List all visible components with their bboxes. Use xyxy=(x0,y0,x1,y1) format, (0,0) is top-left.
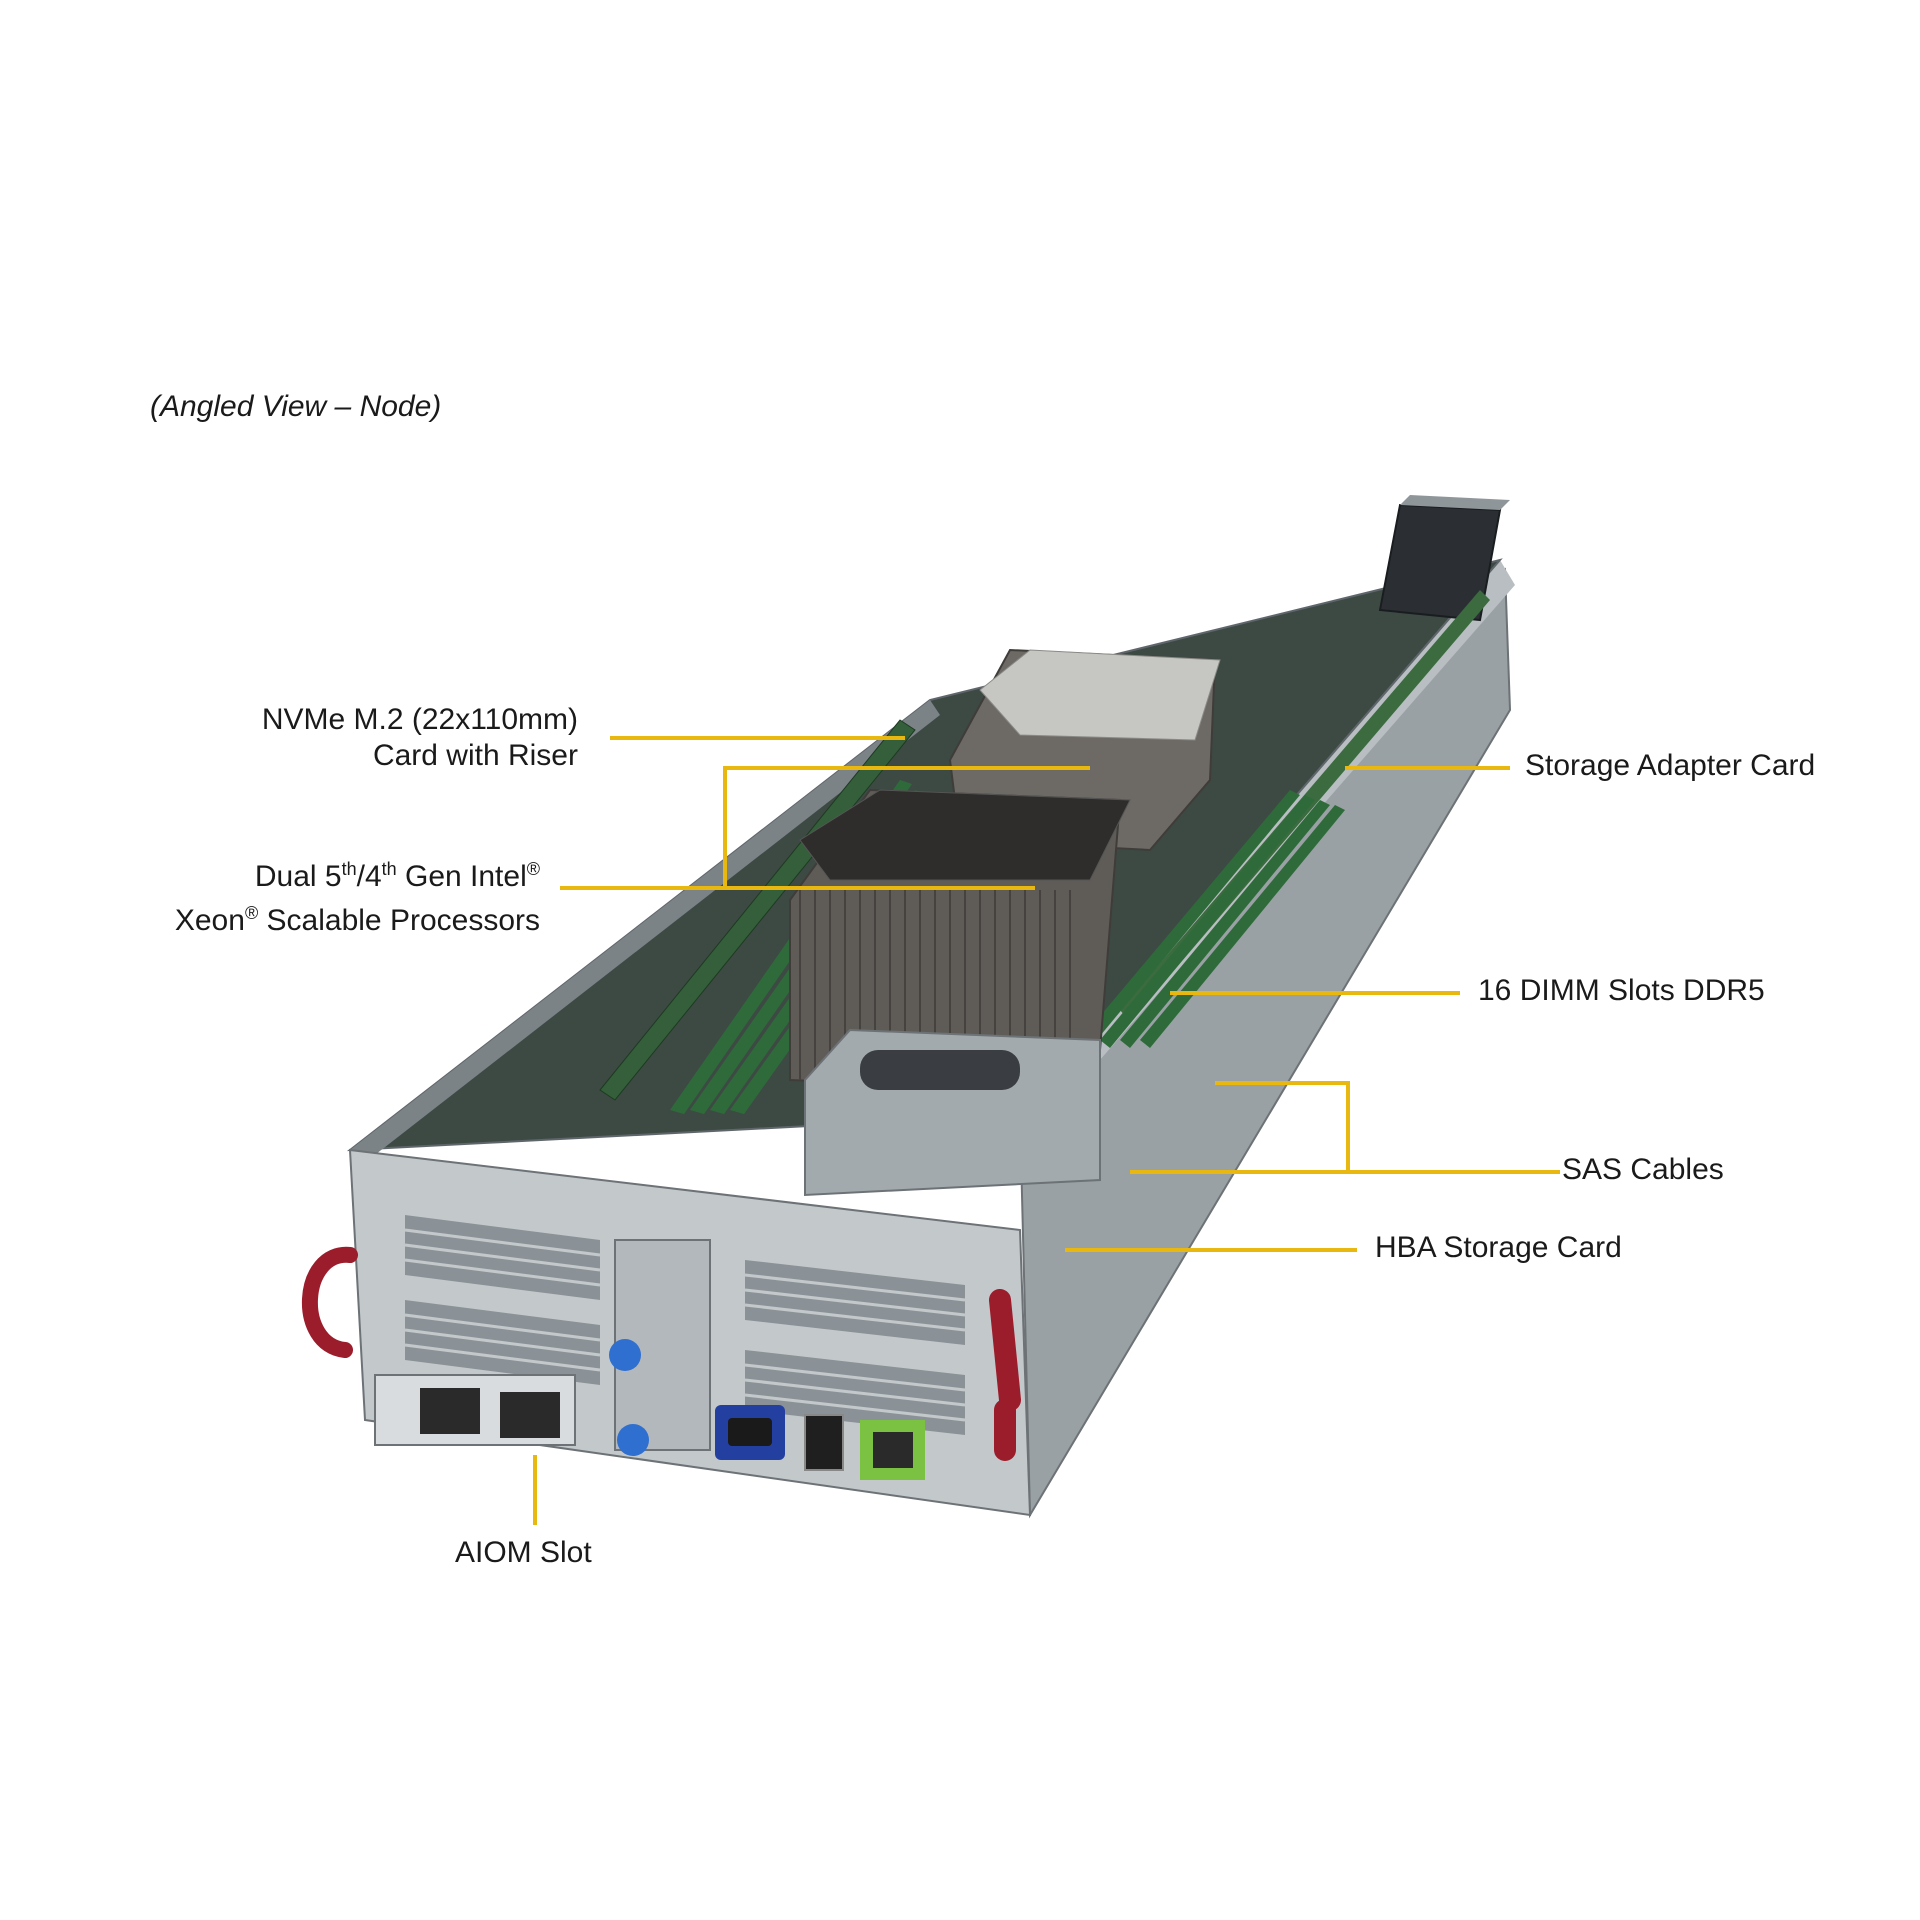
figure-caption: (Angled View – Node) xyxy=(150,390,442,423)
left-handle[interactable] xyxy=(302,1246,358,1358)
heatsink-label-plate xyxy=(979,649,1221,741)
cpu-leader xyxy=(560,766,1090,890)
bracket-handle-slot xyxy=(860,1050,1020,1090)
storage-adapter-label: Storage Adapter Card xyxy=(1525,749,1816,782)
chassis-left-wall xyxy=(350,700,940,1165)
aiom-ports xyxy=(374,1374,576,1446)
thumbscrew-knob[interactable] xyxy=(609,1339,641,1371)
right-handle[interactable] xyxy=(989,1289,1021,1411)
nvme-label-line2: Card with Riser xyxy=(372,739,578,772)
heatsink-label-plate xyxy=(799,789,1131,881)
dimm-label: 16 DIMM Slots DDR5 xyxy=(1478,974,1765,1007)
hba-label: HBA Storage Card xyxy=(1375,1231,1622,1264)
thumbscrew-knob[interactable] xyxy=(617,1424,649,1456)
aiom-label: AIOM Slot xyxy=(455,1536,592,1569)
nvme-riser-card xyxy=(599,719,916,1101)
cpu-label: Dual 5th/4th Gen Intel® Xeon® Scalable P… xyxy=(175,851,540,939)
leader-lines xyxy=(533,736,1560,1525)
nvme-label: NVMe M.2 (22x110mm) Card with Riser xyxy=(262,702,578,774)
sas-label: SAS Cables xyxy=(1562,1153,1724,1186)
cpu-label-line2: Xeon® Scalable Processors xyxy=(174,903,540,937)
sas-leader xyxy=(1215,1081,1560,1174)
usb-ports xyxy=(804,1414,844,1471)
server-node-illustration xyxy=(302,495,1515,1519)
nvme-label-line1: NVMe M.2 (22x110mm) xyxy=(261,703,578,736)
dimm-bank-right xyxy=(1080,790,1345,1048)
cpu-label-line1: Dual 5th/4th Gen Intel® xyxy=(254,859,540,893)
